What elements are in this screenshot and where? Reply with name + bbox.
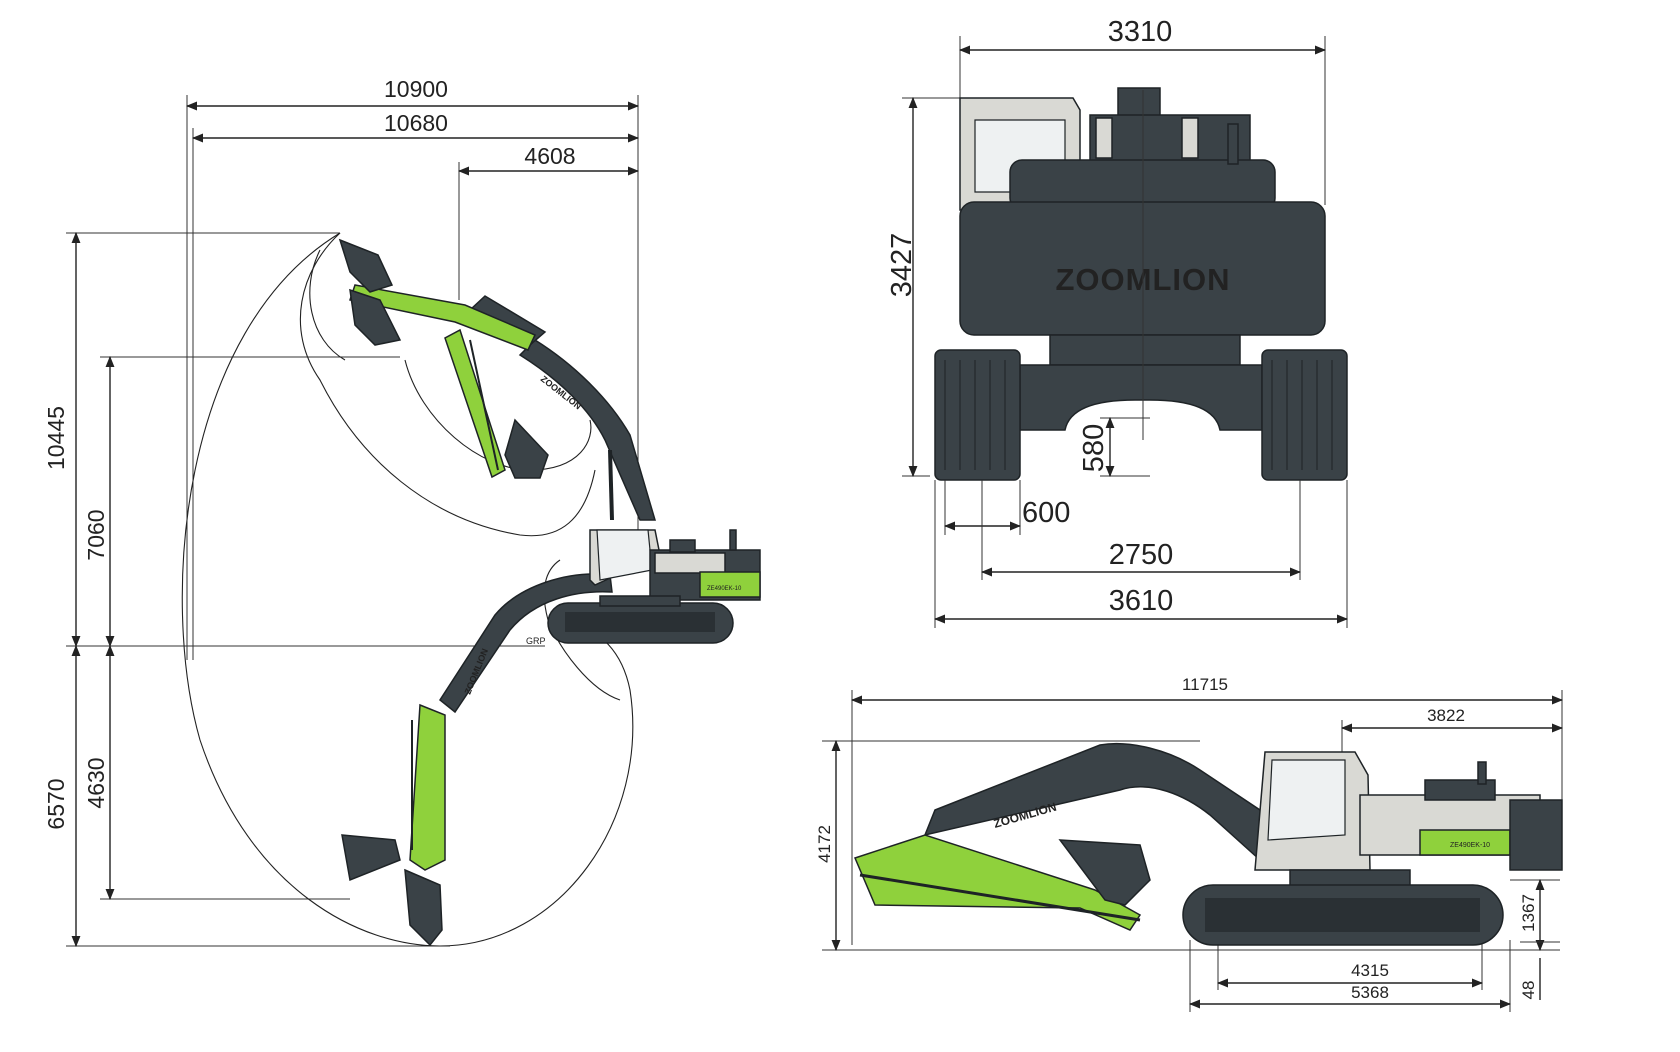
label-5368: 5368 (1351, 983, 1389, 1002)
lowered-boom (439, 573, 613, 714)
dim-max-cut-height: 10445 (43, 231, 340, 648)
transport-bucket (1058, 839, 1151, 906)
raised-boom-arm: ZOOMLION (338, 238, 657, 521)
label-4315: 4315 (1351, 961, 1389, 980)
raised-arm (349, 284, 537, 351)
upper-envelope-arc (299, 232, 596, 537)
outer-envelope-arc (181, 232, 634, 947)
lowered-boom-arm: ZOOMLION (341, 573, 613, 947)
lowered-bucket (404, 868, 443, 947)
dim-counterweight-clearance: 1367 (1510, 878, 1560, 952)
dim-front-width-upper: 3310 (958, 16, 1327, 205)
front-exhaust (1227, 123, 1239, 165)
transport-track-frame (1205, 898, 1480, 932)
raised-bucket-curled (504, 418, 549, 479)
dim-min-ground-clearance: 48 (1519, 941, 1560, 1000)
dim-front-height: 3427 (886, 96, 960, 478)
raised-bucket-top (338, 238, 394, 293)
label-4608: 4608 (524, 143, 575, 169)
transport-arm-cylinder (859, 873, 1141, 922)
raised-boom-lower (518, 339, 657, 521)
raised-cylinder (469, 339, 499, 471)
side-model-plate: ZE490EK-10 (707, 586, 742, 592)
dim-min-swing-radius: 4608 (457, 143, 640, 300)
label-1367: 1367 (1519, 894, 1538, 932)
side-panel (654, 552, 726, 574)
dim-tail-swing: 3822 (1340, 706, 1564, 760)
transport-cab-window (1267, 759, 1346, 841)
label-3822: 3822 (1427, 706, 1465, 725)
exhaust-box (669, 539, 696, 553)
label-600: 600 (1022, 497, 1070, 529)
front-undercarriage (1019, 364, 1263, 431)
dim-transport-length: 11715 (850, 675, 1564, 945)
dim-tumbler-distance: 4315 (1216, 940, 1484, 990)
lowered-arm (409, 703, 446, 871)
swing-bearing (599, 595, 681, 607)
dim-max-dump-height: 7060 (83, 355, 400, 648)
boom-cylinder-rod (608, 449, 614, 521)
dim-shoe-width: 600 (943, 480, 1070, 535)
label-4630: 4630 (83, 757, 109, 808)
label-3310: 3310 (1108, 16, 1173, 48)
dim-ground-reach: 10680 (191, 110, 640, 660)
label-3610: 3610 (1109, 585, 1174, 617)
dim-ground-clearance: 580 (1078, 416, 1150, 478)
label-7060: 7060 (83, 509, 109, 560)
label-3427: 3427 (886, 233, 918, 298)
transport-arm (853, 834, 1142, 931)
track-frame (565, 612, 715, 632)
dim-vertical-wall-depth: 4630 (83, 644, 350, 901)
ground-reference-label: GRP (526, 636, 546, 646)
transport-counterweight (1509, 799, 1563, 871)
front-view: 3310 3427 ZOOMLION (886, 16, 1349, 628)
cab-window (596, 529, 653, 581)
transport-side-stripe (1419, 829, 1511, 856)
exhaust-stack (729, 529, 737, 551)
dim-track-gauge: 2750 (980, 480, 1302, 580)
dim-overall-track-width: 3610 (933, 480, 1349, 628)
label-10900: 10900 (384, 76, 448, 102)
raised-bucket-mid (349, 288, 402, 346)
dim-max-dig-depth: 6570 (43, 644, 450, 948)
lowered-bucket-side (341, 834, 401, 882)
label-4172: 4172 (815, 825, 834, 863)
front-cylinder-left (1095, 117, 1113, 159)
transport-engine-hood (1424, 779, 1496, 801)
dim-track-length: 5368 (1188, 940, 1512, 1012)
transport-model-plate: ZE490EK-10 (1450, 842, 1490, 849)
label-2750: 2750 (1109, 539, 1174, 571)
front-right-track (1261, 349, 1348, 481)
label-580: 580 (1078, 424, 1110, 472)
front-left-track (934, 349, 1021, 481)
label-11715: 11715 (1182, 675, 1228, 694)
label-10680: 10680 (384, 110, 448, 136)
label-6570: 6570 (43, 778, 69, 829)
front-cylinder-right (1181, 117, 1199, 159)
transport-exhaust (1477, 761, 1487, 785)
side-stripe (699, 571, 761, 598)
side-view-machine: ZE490EK-10 (547, 529, 761, 644)
working-range-view: 10900 10680 4608 10445 7060 GRP (43, 76, 761, 948)
raised-arm-stick (444, 328, 506, 479)
label-10445: 10445 (43, 406, 69, 470)
inner-arc-1 (309, 249, 346, 361)
label-48: 48 (1519, 981, 1538, 1000)
front-swing-bearing (1049, 334, 1241, 366)
transport-view: 11715 3822 4172 1367 48 4315 (815, 675, 1564, 1012)
dim-transport-height: 4172 (815, 739, 1560, 952)
